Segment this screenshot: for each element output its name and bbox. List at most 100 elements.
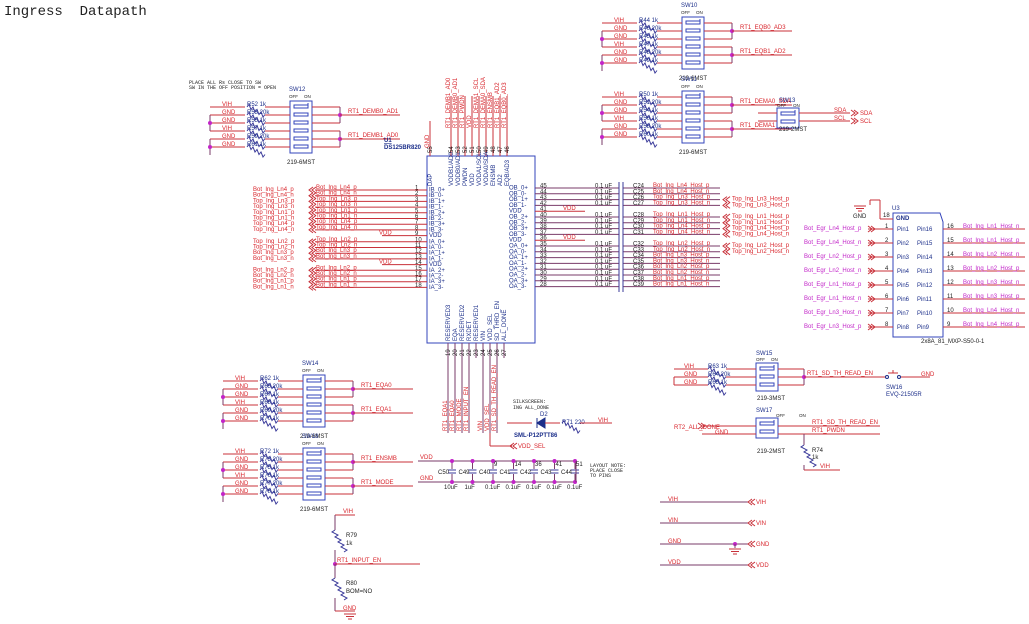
net-label: VIH [684, 364, 694, 370]
dip-switch-lever [293, 112, 309, 117]
pin-name: EQA [453, 328, 459, 341]
pin-net: RT1_EQA1 [443, 400, 449, 431]
pin-number: 54 [449, 146, 455, 153]
offpage-port-icon [722, 248, 731, 256]
dip-switch-lever [759, 429, 775, 434]
resistor-icon [800, 444, 817, 468]
pin-number: 6 [415, 214, 419, 220]
pin-number: 21 [460, 349, 466, 356]
cap-value: 0.1 uF [595, 242, 612, 248]
offpage-port-icon [308, 220, 317, 228]
offpage-port-icon [867, 267, 876, 275]
offpage-port-label: RT2_ALL_DONE [674, 425, 720, 431]
offpage-port-icon [308, 244, 317, 251]
offpage-port-label: Bot_Egr_Ln1_Host_p [804, 282, 862, 288]
offpage-port-label: Top_Ing_Ln3_n [253, 204, 294, 210]
switch-on-label: ON [771, 357, 778, 362]
junction-dot [491, 480, 495, 484]
cap-value: 0.1uF [506, 485, 522, 491]
pin-name: Pin4 [897, 269, 910, 275]
junction-dot [221, 492, 225, 496]
cap-value: 0.1 uF [595, 189, 612, 195]
offpage-port-icon [867, 225, 876, 233]
offpage-port-icon [308, 284, 317, 291]
pin-net: Bot_Ing_Ln1_Host_n [653, 282, 709, 288]
dip-switch-lever [306, 467, 322, 472]
note-text: PLACE ALL Rs CLOSE TO SW [189, 80, 261, 86]
resistor-label: R70 1k [260, 416, 280, 422]
offpage-port-label: Bot_Egr_Ln2_Host_n [804, 268, 861, 274]
dip-switch-lever [306, 483, 322, 488]
junction-dot [450, 459, 454, 463]
net-label: GND [343, 606, 357, 612]
pin-name: IB_0- [429, 193, 443, 199]
pin-net: RT1_DEMA1_SCL [474, 77, 480, 128]
pin-name: IA_0+ [429, 239, 445, 245]
pin-net: VDD [563, 206, 576, 212]
dip-switch-lever [306, 410, 322, 415]
net-label: GND [715, 430, 729, 436]
dip-switch-lever [685, 126, 701, 131]
switch-part: 219-6MST [679, 76, 707, 82]
pin-name: IA_1+ [429, 251, 445, 257]
net-label: VIH [235, 473, 245, 479]
cap-ref: C31 [633, 230, 645, 236]
pin-net: Bot_Ing_Ln3_Host_p [653, 253, 710, 259]
pin-number: 52 [463, 146, 469, 153]
cap-ref: C37 [633, 271, 645, 277]
pin-net: Top_Ing_Ln4_p [316, 219, 358, 225]
silkscreen-note: ING ALL_DONE [513, 405, 549, 411]
pin-net: VIN [478, 421, 484, 431]
offpage-port-label: Top_Ing_Ln4_Host_p [732, 226, 790, 232]
offpage-port-label: Top_Ing_Ln4_n [253, 227, 294, 233]
net-label: GND [235, 489, 249, 495]
pin-number: 46 [505, 146, 511, 153]
page-title: Ingress Datapath [4, 4, 147, 20]
pin-number: 53 [456, 146, 462, 153]
resistor-icon [638, 117, 658, 132]
pin-number: 16 [415, 272, 422, 278]
resistor-label: R51 20k [639, 100, 662, 106]
offpage-port-label: VIN [756, 521, 766, 527]
resistor-value: 1k [346, 541, 353, 547]
junction-dot [450, 480, 454, 484]
cap-ref: C33 [633, 247, 645, 253]
pin-number: 8 [885, 322, 889, 328]
offpage-port-label: SDA [860, 111, 872, 117]
switch-on-label: ON [317, 441, 324, 446]
ground-icon [344, 613, 356, 620]
cap-ref: C26 [633, 195, 645, 201]
switch-on-label: ON [696, 10, 703, 15]
net-label: VIN [668, 518, 678, 524]
dip-switch-lever [306, 418, 322, 423]
junction-dot [221, 468, 225, 472]
net-label: GND [614, 100, 628, 106]
pin-net: Top_Ing_Ln3_Host_n [653, 200, 710, 206]
resistor-label: R63 1k [708, 364, 728, 370]
resistor-icon [246, 143, 266, 158]
pin-number: 33 [540, 253, 547, 259]
junction-dot [491, 459, 495, 463]
pin-net: Top_Ing_Ln2_Host_p [653, 241, 711, 247]
net-label: VIH [222, 102, 232, 108]
switch-part: 219-2MST [757, 449, 785, 455]
resistor-label: R62 1k [260, 376, 280, 382]
pin-number: 23 [474, 349, 480, 356]
pin-name: OA_2+ [509, 267, 528, 273]
pin-name: AD2 [498, 174, 504, 186]
net-label: VIH [235, 400, 245, 406]
offpage-port-icon [722, 219, 731, 227]
pin-name: IA_3- [429, 285, 443, 291]
pin-net: Bot_Ing_Ln4_n [316, 191, 357, 197]
pin-number: 6 [885, 294, 889, 300]
pin-number: 47 [498, 146, 504, 153]
pin-net: RT1_EQB1_AD2 [495, 82, 501, 128]
pin-net: VDD_SEL [485, 403, 491, 431]
offpage-port-label: SCL [860, 119, 872, 125]
pin-net: Bot_Ing_Ln2_Host_n [963, 252, 1019, 258]
resistor-icon [707, 365, 727, 380]
resistor-label: R69 20k [260, 408, 283, 414]
